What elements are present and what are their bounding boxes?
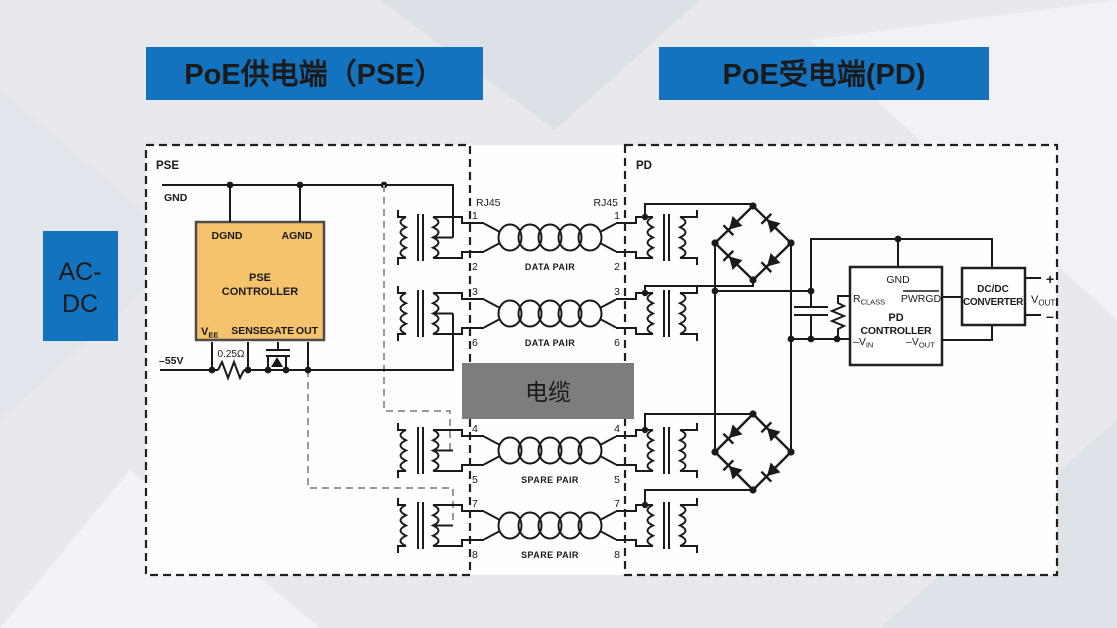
pd-rclass-pin: RCLASS — [853, 293, 885, 307]
cable-label: 电缆 — [525, 379, 571, 405]
spare-power-dashed-2 — [307, 370, 454, 525]
rclass-resistor-icon — [829, 295, 850, 339]
svg-text:6: 6 — [614, 337, 620, 349]
pd-controller-box: GND RCLASS PWRGD PD CONTROLLER –VIN –VOU… — [848, 265, 944, 367]
spare-pair-label-2: SPARE PAIR — [521, 550, 579, 560]
data-pair-label-1: DATA PAIR — [525, 262, 575, 272]
svg-text:1: 1 — [472, 210, 478, 222]
pse-gnd-label: GND — [164, 192, 188, 204]
pd-vout-pin: –VOUT — [906, 336, 935, 350]
pse-dgnd-pin: DGND — [212, 230, 243, 242]
svg-text:5: 5 — [614, 474, 620, 486]
pse-region-border — [144, 143, 472, 577]
sense-resistor-icon — [217, 359, 245, 381]
pse-region-label: PSE — [156, 160, 179, 172]
pd-controller-name-1: PD — [888, 312, 903, 324]
rj45-pins-right: 1 2 3 6 4 5 7 8 — [614, 210, 620, 561]
header-pse-label: PoE供电端（PSE） — [184, 58, 443, 91]
vout-output-label: VOUT — [1031, 294, 1055, 308]
spare-pair-label-1: SPARE PAIR — [521, 475, 579, 485]
svg-text:7: 7 — [614, 498, 620, 510]
neg55v-label: –55V — [159, 355, 184, 367]
svg-text:6: 6 — [472, 337, 478, 349]
input-capacitor-icon — [794, 291, 828, 339]
pd-region-label: PD — [636, 160, 652, 172]
cable-label-box: 电缆 — [462, 363, 634, 419]
pd-controller-name-2: CONTROLLER — [861, 325, 933, 337]
pse-controller-name-2: CONTROLLER — [222, 286, 298, 298]
pd-gnd-pin: GND — [886, 274, 910, 286]
mosfet-icon — [266, 342, 290, 370]
svg-text:1: 1 — [614, 210, 620, 222]
svg-text:8: 8 — [472, 549, 478, 561]
rj45-right-label: RJ45 — [593, 197, 618, 209]
pd-pwrgd-pin: PWRGD — [901, 293, 942, 305]
sense-resistor-value: 0.25Ω — [218, 349, 245, 360]
acdc-label-line2: DC — [62, 290, 98, 318]
diode-bridge-top-icon — [711, 202, 795, 284]
acdc-label-line1: AC- — [58, 258, 101, 286]
svg-text:3: 3 — [614, 286, 620, 298]
rj45-left-label: RJ45 — [476, 197, 501, 209]
header-pd-banner: PoE受电端(PD) — [659, 47, 989, 100]
dcdc-converter-box: DC/DC CONVERTER — [960, 266, 1027, 327]
vout-plus-label: + — [1046, 271, 1054, 287]
pse-vee-pin: VEE — [201, 326, 218, 340]
data-pair-label-2: DATA PAIR — [525, 338, 575, 348]
cable-circuit: RJ45 RJ45 DATA PAIR DATA PAIR SPARE PAIR… — [472, 197, 620, 561]
pse-sense-pin: SENSE — [231, 325, 267, 337]
header-pd-label: PoE受电端(PD) — [722, 58, 925, 91]
svg-text:2: 2 — [614, 261, 620, 273]
pse-gate-pin: GATE — [266, 325, 294, 337]
pd-region-border — [623, 143, 1059, 577]
spare-power-dashed-1 — [383, 185, 451, 450]
acdc-box: AC- DC — [43, 231, 118, 341]
pse-circuit: GND DGND AGND PSE CONTROLLER VEE SENSE G… — [159, 181, 485, 554]
pse-out-pin: OUT — [296, 325, 319, 337]
pd-vin-pin: –VIN — [853, 336, 873, 350]
svg-text:4: 4 — [472, 423, 478, 435]
svg-text:3: 3 — [472, 286, 478, 298]
dcdc-name-2: CONVERTER — [963, 297, 1024, 308]
pd-circuit: GND RCLASS PWRGD PD CONTROLLER –VIN –VOU… — [615, 202, 1055, 554]
svg-text:7: 7 — [472, 498, 478, 510]
pse-controller-box: DGND AGND PSE CONTROLLER VEE SENSE GATE … — [194, 185, 326, 370]
svg-text:8: 8 — [614, 549, 620, 561]
dcdc-name-1: DC/DC — [977, 284, 1009, 295]
pse-agnd-pin: AGND — [282, 230, 313, 242]
header-pse-banner: PoE供电端（PSE） — [146, 47, 483, 100]
pse-controller-name-1: PSE — [249, 272, 271, 284]
svg-text:4: 4 — [614, 423, 620, 435]
svg-text:2: 2 — [472, 261, 478, 273]
rj45-pins-left: 1 2 3 6 4 5 7 8 — [472, 210, 478, 561]
vout-minus-label: – — [1046, 308, 1054, 324]
svg-text:5: 5 — [472, 474, 478, 486]
